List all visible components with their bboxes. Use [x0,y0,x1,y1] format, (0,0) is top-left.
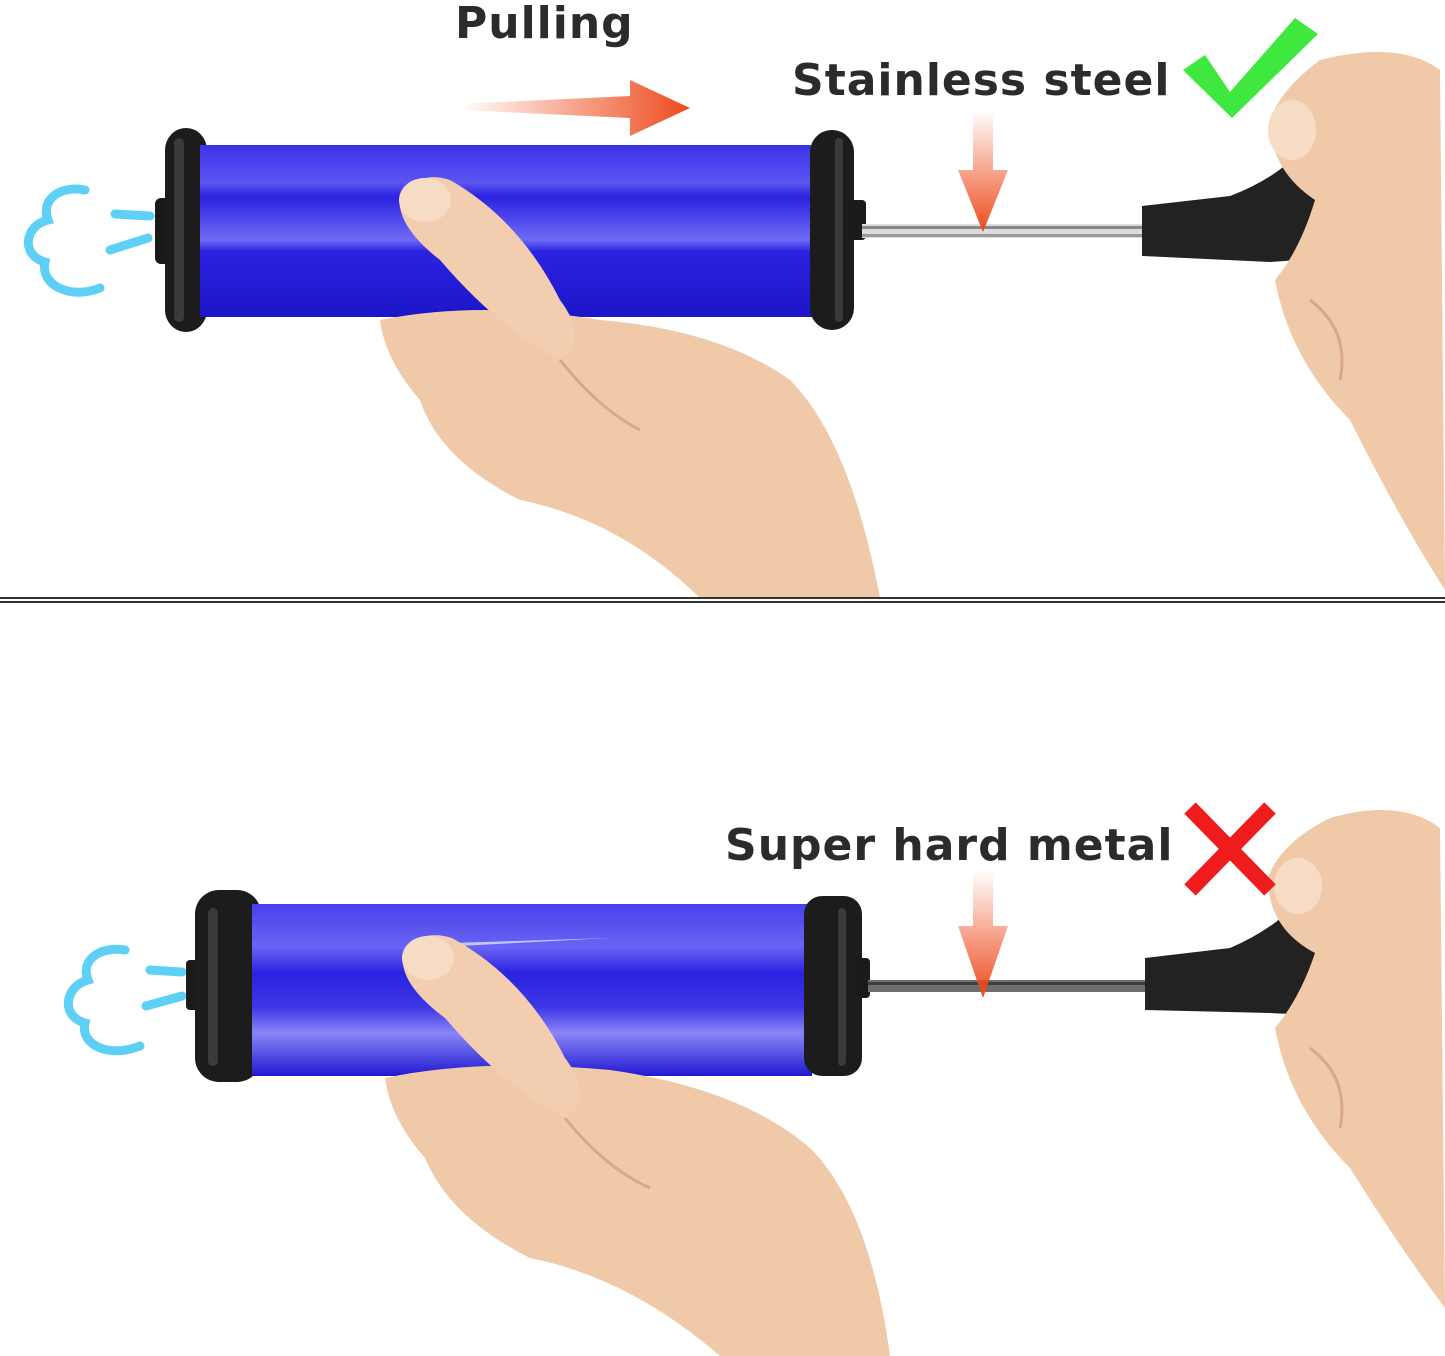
stainless-steel-label: Stainless steel [792,55,1171,106]
panel-divider [0,597,1445,603]
hard-metal-rod [868,980,1158,992]
right-hand [1268,810,1445,1308]
pump-left-cap [186,890,261,1082]
left-hand [380,177,880,598]
pump-left-cap [155,128,207,332]
pump-right-cap [810,130,866,330]
pulling-arrow-icon [460,80,690,136]
pump-stainless-illustration [23,18,1445,598]
top-panel: Pulling Stainless steel [0,0,1445,600]
air-puff-icon [63,944,187,1056]
pulling-label: Pulling [455,0,634,49]
pump-hard-metal-illustration [63,802,1445,1356]
left-hand [385,935,890,1356]
check-icon [1183,18,1318,118]
stainless-steel-rod [862,224,1152,238]
air-puff-icon [23,184,155,297]
pump-right-cap [804,896,870,1076]
right-hand [1268,52,1445,590]
super-hard-metal-label: Super hard metal [725,820,1174,871]
down-arrow-icon [958,110,1008,232]
down-arrow-icon [958,870,1008,998]
bottom-panel: Super hard metal [0,608,1445,1356]
cross-icon [1184,802,1276,896]
